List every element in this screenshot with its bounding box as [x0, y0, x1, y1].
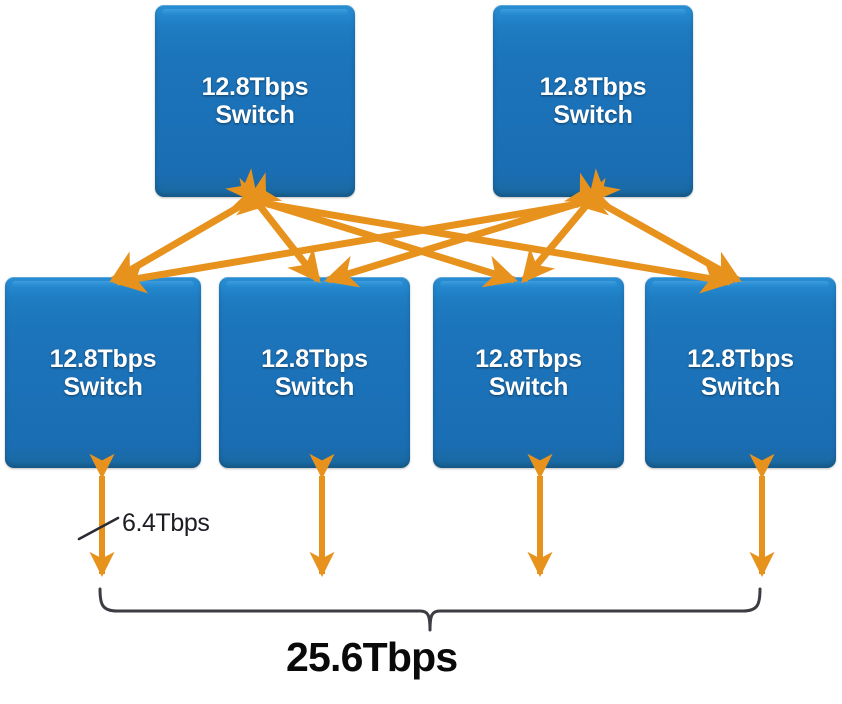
- leaf-switch-4-label: 12.8Tbps Switch: [687, 344, 794, 401]
- leaf-switch-4[interactable]: 12.8Tbps Switch: [645, 277, 836, 468]
- spine-switch-1-label: 12.8Tbps Switch: [201, 73, 309, 129]
- link-spine1-leaf3: [229, 177, 519, 288]
- link-spine2-leaf2: [323, 177, 616, 288]
- bandwidth-label-25-6tbps: 25.6Tbps: [286, 634, 458, 680]
- leaf-switch-2-label: 12.8Tbps Switch: [261, 344, 368, 401]
- leaf-switch-3-label: 12.8Tbps Switch: [475, 344, 582, 401]
- leaf-switch-3[interactable]: 12.8Tbps Switch: [433, 277, 624, 468]
- link-spine1-leaf1: [109, 172, 283, 284]
- spine-switch-2[interactable]: 12.8Tbps Switch: [493, 5, 693, 197]
- bandwidth-label-leader-line: [77, 516, 120, 541]
- leaf-switch-1[interactable]: 12.8Tbps Switch: [5, 277, 201, 468]
- spine-switch-2-label: 12.8Tbps Switch: [539, 73, 647, 129]
- leaf-switch-1-label: 12.8Tbps Switch: [49, 344, 157, 401]
- spine-leaf-mesh-links: [109, 168, 742, 294]
- link-spine1-leaf2: [225, 168, 321, 284]
- link-spine1-leaf4: [235, 183, 735, 294]
- link-spine2-leaf1: [112, 182, 610, 294]
- link-spine2-leaf4: [563, 172, 742, 284]
- aggregate-bandwidth-bracket: [98, 587, 762, 632]
- link-spine2-leaf3: [521, 168, 622, 284]
- spine-switch-1[interactable]: 12.8Tbps Switch: [155, 5, 355, 197]
- leaf-switch-2[interactable]: 12.8Tbps Switch: [219, 277, 410, 468]
- bandwidth-label-6-4tbps: 6.4Tbps: [122, 509, 210, 537]
